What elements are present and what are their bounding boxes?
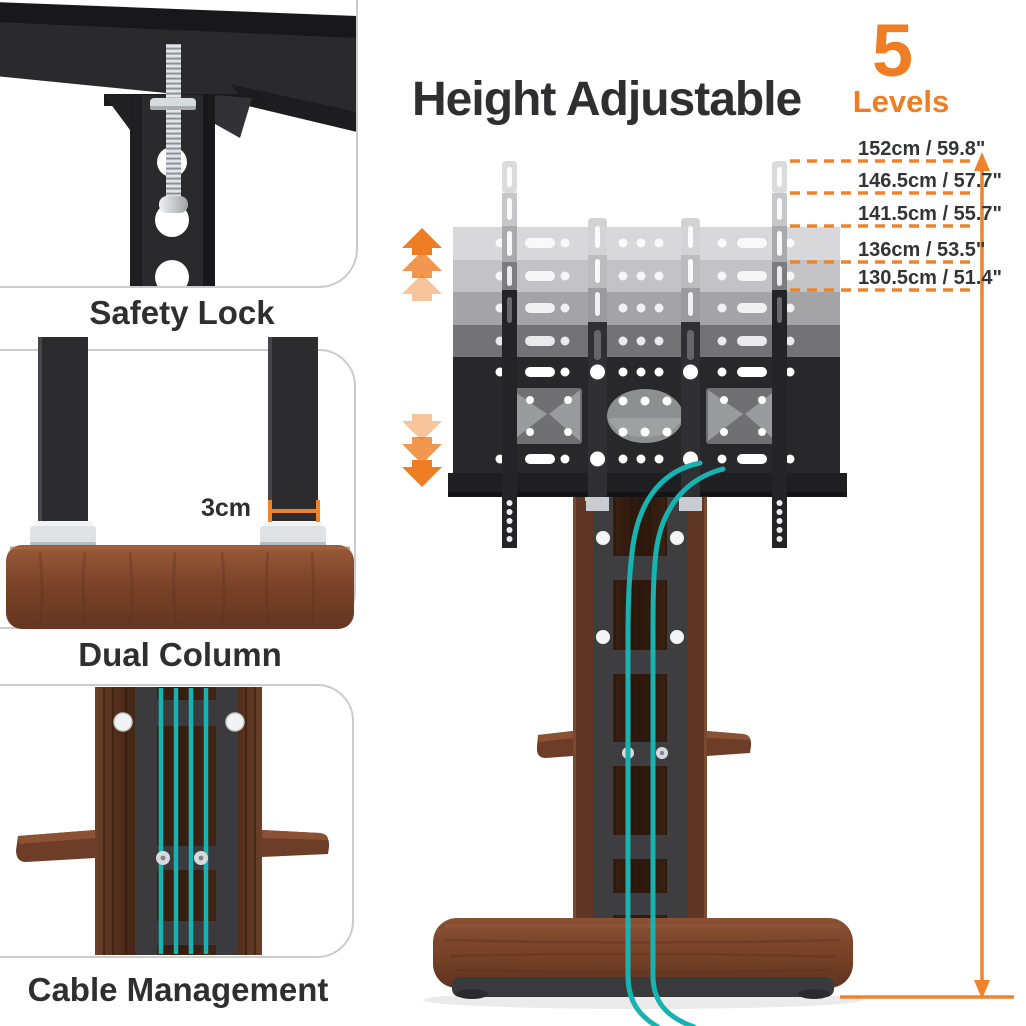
mount-inner-rails (586, 218, 702, 511)
page-title: Height Adjustable (412, 73, 802, 126)
down-arrows-icon (402, 414, 442, 487)
wood-base (423, 918, 863, 1009)
height-level-label-1: 152cm / 59.8" (858, 138, 986, 160)
height-measurement (790, 152, 1014, 999)
mount-outer-rails (502, 161, 787, 548)
stand-column (573, 478, 707, 928)
cable-management-photo (16, 687, 330, 955)
column-gap-label: 3cm (201, 494, 252, 522)
levels-caption: Levels (852, 84, 950, 119)
levels-count: 5 (872, 9, 914, 92)
cable-management-panel (0, 684, 354, 958)
oval-cutout (607, 389, 683, 443)
height-level-label-5: 130.5cm / 51.4" (858, 267, 1003, 289)
safety-lock-panel (0, 0, 358, 288)
bowtie-cutout (706, 388, 778, 444)
height-level-label-2: 146.5cm / 57.7" (858, 170, 1003, 192)
bowtie-cutout (510, 388, 582, 444)
tv-stand-illustration (402, 152, 1014, 1026)
routed-cables (158, 688, 209, 954)
dual-column-panel (0, 337, 356, 629)
safety-screw (166, 44, 181, 200)
feature-label-dual-column: Dual Column (78, 636, 282, 673)
safety-lock-photo (0, 0, 357, 287)
media-shelf (536, 731, 752, 758)
height-level-label-3: 141.5cm / 55.7" (858, 203, 1003, 225)
level-dashed-lines (790, 159, 976, 292)
height-level-label-4: 136cm / 53.5" (858, 239, 986, 261)
feature-label-safety-lock: Safety Lock (89, 294, 275, 331)
dual-column-photo (6, 337, 354, 629)
width-gauge (268, 500, 320, 522)
panel-border (0, 0, 358, 288)
up-arrows-icon (402, 228, 442, 301)
feature-label-cable-management: Cable Management (27, 971, 329, 1008)
panel-border (0, 684, 354, 958)
power-cables (625, 460, 726, 1026)
